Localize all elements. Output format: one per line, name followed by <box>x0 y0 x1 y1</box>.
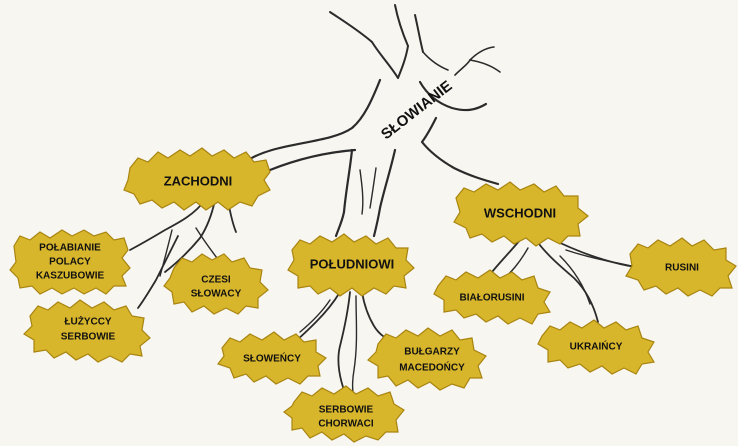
label-slowency: SŁOWEŃCY <box>243 352 301 365</box>
blob-luzyccy <box>23 299 151 363</box>
branch-poludniowi: POŁUDNIOWI SŁOWEŃCY BUŁGARZY MACEDOŃCY S… <box>217 233 487 443</box>
label-ukraincy: UKRAIŃCY <box>570 340 623 353</box>
label-luzyccy-line2: SERBOWIE <box>61 332 116 343</box>
blob-rusini <box>625 237 737 297</box>
blob-poludniowi <box>287 233 415 297</box>
label-czesi-line2: SŁOWACY <box>191 289 242 300</box>
branch-zachodni: ZACHODNI POŁABIANIE POLACY KASZUBOWIE CZ… <box>9 147 271 363</box>
blob-ukraincy <box>537 319 655 375</box>
blob-czesi <box>163 253 269 315</box>
blob-polabianie <box>9 229 131 295</box>
label-polabianie-line2: POLACY <box>49 257 91 268</box>
label-luzyccy-line1: ŁUŻYCCY <box>64 315 112 328</box>
label-polabianie-line3: KASZUBOWIE <box>36 271 105 282</box>
blob-bulgarzy <box>367 327 487 391</box>
label-zachodni: ZACHODNI <box>164 173 233 188</box>
blob-wschodni <box>453 181 589 247</box>
blob-bialorusini <box>433 269 551 325</box>
label-wschodni: WSCHODNI <box>484 205 556 220</box>
label-poludniowi: POŁUDNIOWI <box>310 256 395 271</box>
label-serbowie-line1: SERBOWIE <box>319 405 374 416</box>
branch-wschodni: WSCHODNI BIAŁORUSINI UKRAIŃCY RUSINI <box>433 181 737 375</box>
blob-slowency <box>217 331 327 385</box>
label-serbowie-line2: CHORWACI <box>318 419 374 430</box>
label-bulgarzy-line1: BUŁGARZY <box>404 347 460 358</box>
label-czesi-line1: CZESI <box>201 275 231 286</box>
root-label: SŁOWIANIE <box>378 77 455 143</box>
blob-serbowie <box>283 385 405 443</box>
label-bialorusini: BIAŁORUSINI <box>460 293 525 304</box>
blob-zachodni <box>123 147 271 211</box>
label-polabianie-line1: POŁABIANIE <box>39 243 101 254</box>
label-rusini: RUSINI <box>665 263 699 274</box>
label-bulgarzy-line2: MACEDOŃCY <box>399 361 465 374</box>
